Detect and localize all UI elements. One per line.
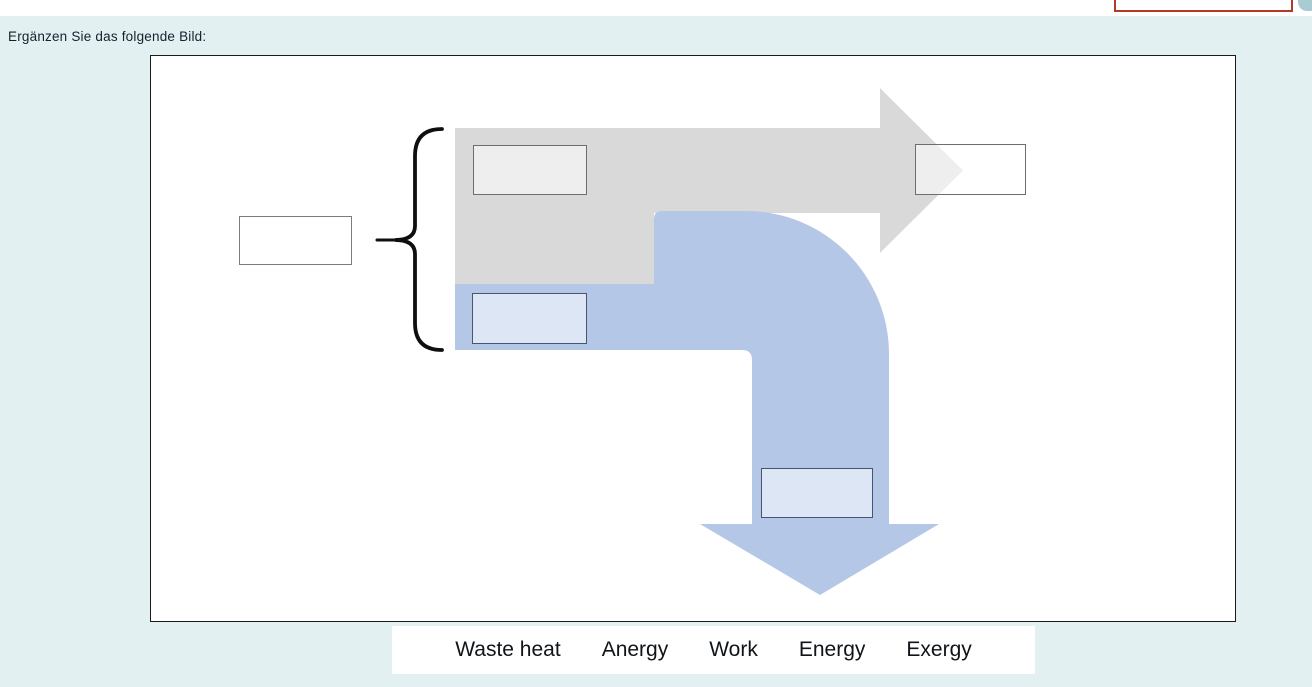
- highlighted-region-box: [1114, 0, 1293, 12]
- corner-button[interactable]: [1298, 0, 1312, 11]
- word-bank: Waste heat Anergy Work Energy Exergy: [392, 626, 1035, 674]
- energy-flow-diagram: [375, 88, 963, 595]
- drag-word-work[interactable]: Work: [709, 638, 758, 661]
- drag-word-waste-heat[interactable]: Waste heat: [455, 638, 561, 661]
- curly-brace: [394, 127, 444, 352]
- drop-zone-down-arrow[interactable]: [761, 468, 873, 518]
- question-instruction: Ergänzen Sie das folgende Bild:: [8, 29, 207, 44]
- drop-zone-gray-arrow-head[interactable]: [915, 144, 1026, 195]
- drop-zone-left-total[interactable]: [239, 216, 352, 265]
- top-bar: [0, 0, 1312, 16]
- gray-arrow-shape: [455, 88, 963, 284]
- drag-word-energy[interactable]: Energy: [798, 638, 866, 661]
- diagram-canvas: [150, 55, 1236, 622]
- drop-zone-gray-arrow-band[interactable]: [473, 145, 587, 195]
- drop-zone-blue-band[interactable]: [472, 293, 587, 344]
- drag-word-exergy[interactable]: Exergy: [906, 638, 972, 661]
- drag-word-anergy[interactable]: Anergy: [601, 638, 669, 661]
